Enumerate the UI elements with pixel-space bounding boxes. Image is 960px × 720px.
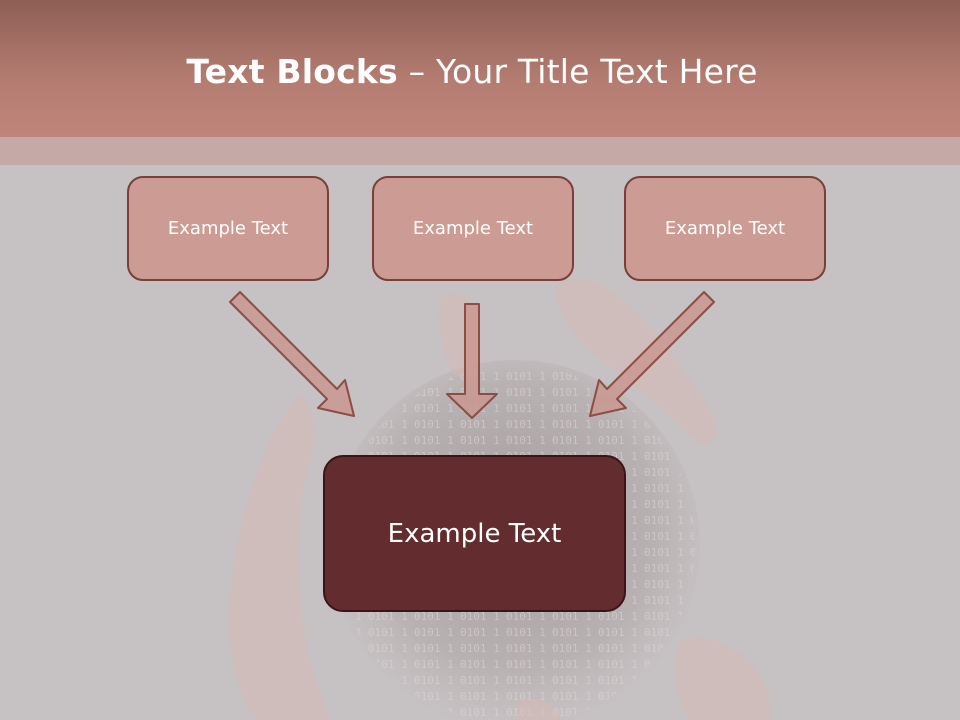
- title-accent-band: [0, 137, 960, 165]
- center-text-block[interactable]: Example Text: [323, 455, 626, 612]
- title-rest-text: Your Title Text Here: [435, 52, 758, 91]
- title-bold-text: Text Blocks: [186, 52, 398, 91]
- arrow-left-down-right: [229, 291, 355, 417]
- text-block-1[interactable]: Example Text: [127, 176, 329, 281]
- text-block-2-label: Example Text: [412, 218, 534, 239]
- center-text-block-label: Example Text: [387, 518, 562, 549]
- arrow-center-down: [446, 303, 498, 419]
- title-bar: [0, 0, 960, 137]
- arrow-right-down-left: [589, 291, 715, 417]
- text-block-1-label: Example Text: [167, 218, 289, 239]
- title-dash: –: [397, 52, 436, 91]
- slide-title: Text Blocks – Your Title Text Here: [0, 52, 944, 91]
- text-block-2[interactable]: Example Text: [372, 176, 574, 281]
- text-block-3-label: Example Text: [664, 218, 786, 239]
- text-block-3[interactable]: Example Text: [624, 176, 826, 281]
